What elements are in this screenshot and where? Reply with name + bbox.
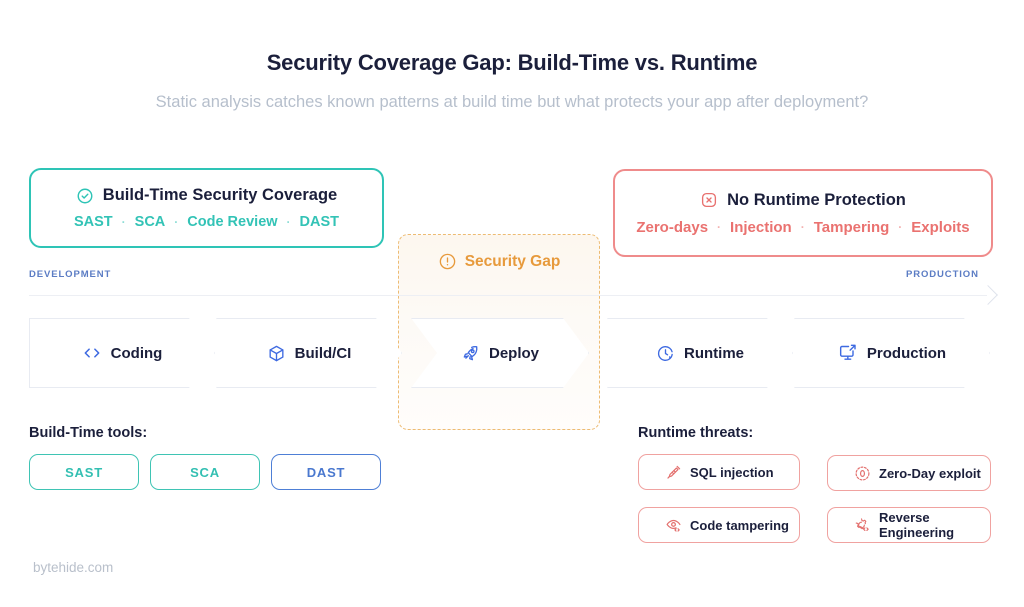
runtime-tag-zero-days: Zero-days xyxy=(636,218,709,236)
threat-chip-label: SQL injection xyxy=(690,464,774,480)
tool-chip-dast[interactable]: DAST xyxy=(271,454,381,490)
code-brackets-icon xyxy=(82,343,102,363)
pipeline-stage-label: Deploy xyxy=(488,344,539,362)
pipeline-stage-coding[interactable]: Coding xyxy=(29,318,215,388)
zero-day-circle-icon xyxy=(854,465,871,482)
tag-separator: · xyxy=(898,220,903,234)
pipeline-stage-label: Coding xyxy=(110,344,163,362)
runtime-threats-label: Runtime threats: xyxy=(638,425,754,441)
no-runtime-protection-card: No Runtime Protection Zero-days · Inject… xyxy=(613,169,993,257)
gear-code-icon xyxy=(854,517,871,534)
build-tag-code-review: Code Review xyxy=(187,214,278,230)
pipeline-stage-build-ci[interactable]: Build/CI xyxy=(216,318,402,388)
build-tag-sast: SAST xyxy=(73,214,113,230)
timeline-arrow-icon xyxy=(978,285,998,305)
rocket-icon xyxy=(461,344,480,363)
threat-chip-label: Reverse Engineering xyxy=(879,510,955,540)
security-gap-text: Security Gap xyxy=(464,252,561,270)
pipeline-stage-label: Runtime xyxy=(684,344,744,362)
footer-watermark: bytehide.com xyxy=(33,560,114,575)
threat-chip-zero-day-exploit[interactable]: Zero-Day exploit xyxy=(827,455,991,491)
build-tag-sca: SCA xyxy=(134,214,166,230)
tag-separator: · xyxy=(717,220,722,234)
threat-chip-reverse-engineering[interactable]: Reverse Engineering xyxy=(827,507,991,543)
timeline-label-development: DEVELOPMENT xyxy=(29,269,112,280)
tag-separator: · xyxy=(800,220,805,234)
threat-chip-label: Code tampering xyxy=(690,517,789,533)
threat-chip-code-tampering[interactable]: Code tampering xyxy=(638,507,800,543)
timeline-label-production: PRODUCTION xyxy=(906,269,979,280)
page-title: Security Coverage Gap: Build-Time vs. Ru… xyxy=(266,50,758,75)
build-time-card-tags: SAST · SCA · Code Review · DAST xyxy=(74,214,339,230)
runtime-card-heading: No Runtime Protection xyxy=(700,191,906,210)
build-time-coverage-card: Build-Time Security Coverage SAST · SCA … xyxy=(29,168,384,248)
tool-chip-sca[interactable]: SCA xyxy=(150,454,260,490)
pipeline-stage-deploy[interactable]: Deploy xyxy=(411,318,589,388)
page-subtitle: Static analysis catches known patterns a… xyxy=(155,93,869,111)
tag-separator: · xyxy=(174,215,179,229)
syringe-icon xyxy=(665,464,682,481)
pipeline-stage-label: Build/CI xyxy=(294,344,352,362)
threat-chip-sql-injection[interactable]: SQL injection xyxy=(638,454,800,490)
build-time-tools-label: Build-Time tools: xyxy=(29,425,148,441)
build-tag-dast: DAST xyxy=(299,214,340,230)
security-gap-label: Security Gap xyxy=(398,252,600,271)
tool-chip-sast[interactable]: SAST xyxy=(29,454,139,490)
alert-circle-icon xyxy=(438,252,457,271)
pipeline-stage-label: Production xyxy=(866,344,947,362)
pipeline-stage-runtime[interactable]: Runtime xyxy=(607,318,793,388)
runtime-card-tags: Zero-days · Injection · Tampering · Expl… xyxy=(636,219,969,236)
tag-separator: · xyxy=(121,215,126,229)
build-time-card-heading: Build-Time Security Coverage xyxy=(76,186,337,205)
monitor-external-link-icon xyxy=(838,343,858,363)
threat-chip-label: Zero-Day exploit xyxy=(879,465,981,481)
cube-icon xyxy=(267,344,286,363)
eye-code-icon xyxy=(665,517,682,534)
check-circle-icon xyxy=(76,187,94,205)
x-square-icon xyxy=(700,191,718,209)
runtime-tag-injection: Injection xyxy=(730,218,792,236)
timeline-axis xyxy=(29,295,987,297)
tag-separator: · xyxy=(286,215,291,229)
runtime-tag-exploits: Exploits xyxy=(911,218,970,236)
clock-play-icon xyxy=(656,344,675,363)
build-time-card-title: Build-Time Security Coverage xyxy=(102,186,338,204)
runtime-tag-tampering: Tampering xyxy=(813,218,890,236)
pipeline-stage-production[interactable]: Production xyxy=(794,318,990,388)
runtime-card-title: No Runtime Protection xyxy=(727,190,906,209)
